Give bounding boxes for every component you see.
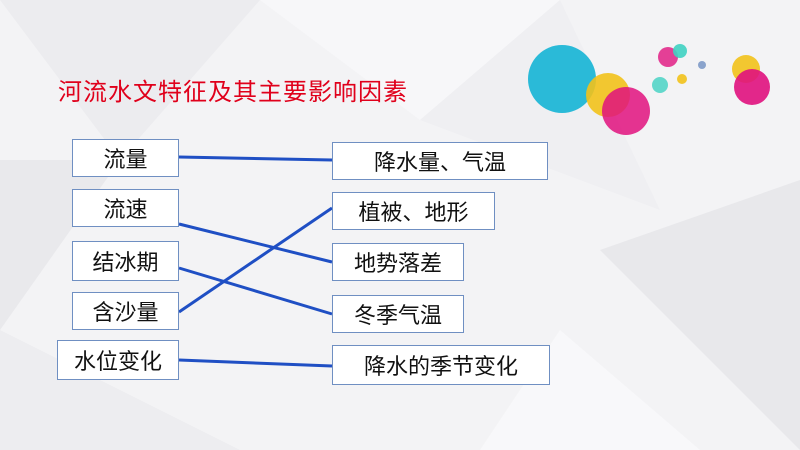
left-box-label: 结冰期 [92, 251, 159, 276]
right-box-vegetation-terrain: 植被、地形 [332, 192, 495, 230]
left-box-freeze: 结冰期 [72, 241, 179, 281]
right-box-label: 地势落差 [353, 252, 442, 277]
right-box-winter-temp: 冬季气温 [332, 295, 464, 333]
left-box-sediment: 含沙量 [72, 292, 179, 330]
left-box-flow: 流量 [72, 139, 179, 177]
decorative-bubbles [520, 35, 800, 145]
left-box-velocity: 流速 [72, 189, 179, 227]
left-box-label: 含沙量 [92, 301, 159, 326]
left-box-label: 水位变化 [73, 350, 162, 375]
right-box-label: 植被、地形 [358, 201, 469, 226]
right-box-label: 降水量、气温 [373, 151, 506, 176]
left-box-label: 流量 [103, 148, 148, 173]
page-title: 河流水文特征及其主要影响因素 [58, 78, 408, 106]
right-box-elevation-drop: 地势落差 [332, 243, 464, 281]
right-box-seasonal-precip: 降水的季节变化 [332, 345, 550, 385]
left-box-label: 流速 [103, 198, 148, 223]
right-box-label: 冬季气温 [353, 304, 442, 329]
left-box-water-level: 水位变化 [57, 340, 179, 380]
right-box-precip-temp: 降水量、气温 [332, 142, 548, 180]
right-box-label: 降水的季节变化 [363, 355, 518, 380]
